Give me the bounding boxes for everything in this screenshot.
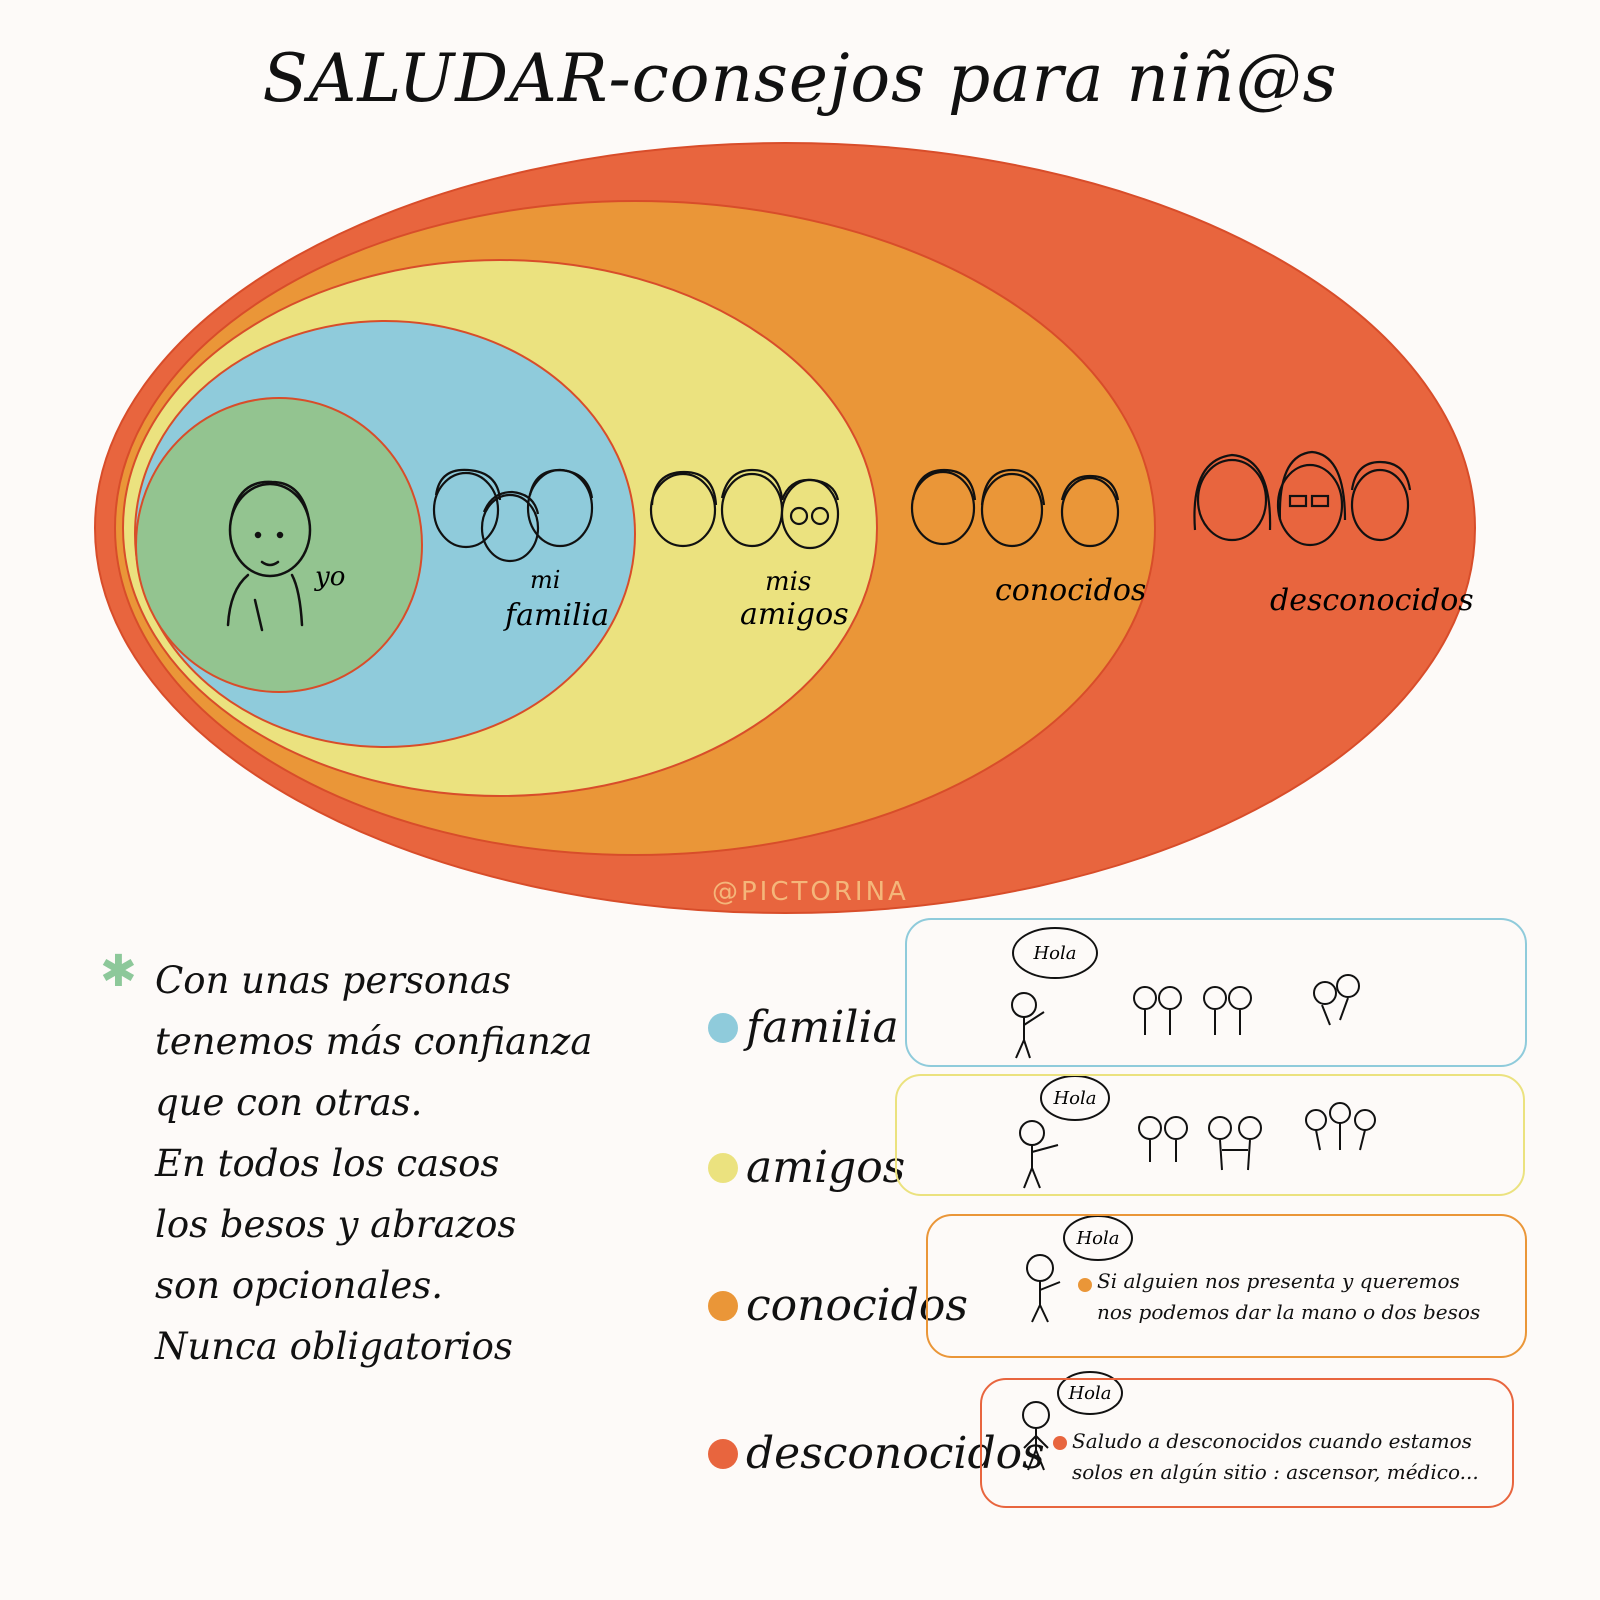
familia-faces-icon: [432, 468, 594, 563]
circle-yo: [135, 397, 423, 693]
bubble-desconocidos: Hola: [1067, 1383, 1111, 1404]
bubble-amigos: Hola: [1052, 1088, 1096, 1109]
legend-label-desconocidos: desconocidos: [746, 1428, 1045, 1479]
bubble-familia: Hola: [1032, 943, 1076, 964]
legend-label-amigos: amigos: [746, 1142, 906, 1193]
desconocidos-dot-icon: [708, 1438, 738, 1469]
conocidos-bullet-dot: [1078, 1278, 1092, 1292]
lead-line: que con otras.: [155, 1081, 423, 1124]
desconocidos-bullet-dot: [1053, 1436, 1067, 1450]
label-amigos-2: amigos: [740, 597, 849, 632]
watermark: @PICTORINA: [712, 877, 909, 907]
label-familia-2: familia: [503, 598, 609, 633]
familia-box: [905, 918, 1527, 1067]
conocidos-box: [926, 1214, 1527, 1358]
desconocidos-text-line: solos en algún sitio : ascensor, médico.…: [1072, 1460, 1479, 1484]
label-amigos-1: mis: [765, 567, 811, 597]
legend-label-familia: familia: [746, 1002, 899, 1053]
familia-stick-figures-icon: [1011, 974, 1360, 1059]
yo-figure-icon: [226, 480, 312, 632]
conocidos-stick-figure-icon: [1026, 1254, 1061, 1323]
desconocidos-box: [980, 1378, 1514, 1508]
lead-text: Con unas personas tenemos más confianza …: [155, 950, 715, 1377]
legend-familia: familia: [708, 1002, 899, 1053]
legend-label-conocidos: conocidos: [746, 1280, 968, 1331]
legend-conocidos: conocidos: [708, 1280, 968, 1331]
desconocidos-text-line: Saludo a desconocidos cuando estamos: [1072, 1429, 1472, 1453]
lead-line: En todos los casos: [155, 1142, 500, 1185]
asterisk-icon: ✱: [100, 946, 137, 997]
amigos-dot-icon: [708, 1152, 738, 1183]
lead-line: los besos y abrazos: [155, 1203, 517, 1246]
lead-line: son opcionales.: [155, 1264, 444, 1307]
conocidos-dot-icon: [708, 1290, 738, 1321]
conocidos-text-line: Si alguien nos presenta y queremos: [1097, 1269, 1460, 1293]
label-familia-1: mi: [530, 566, 560, 594]
label-desconocidos: desconocidos: [1270, 583, 1474, 618]
lead-line: Nunca obligatorios: [155, 1325, 513, 1368]
bubble-conocidos: Hola: [1075, 1228, 1119, 1249]
conocidos-faces-icon: [910, 468, 1120, 548]
label-yo: yo: [314, 562, 345, 592]
speech-bubbles: [1012, 927, 1133, 1415]
legend-desconocidos: desconocidos: [708, 1428, 1045, 1479]
amigos-faces-icon: [649, 468, 840, 550]
desconocidos-text: Saludo a desconocidos cuando estamos sol…: [1072, 1426, 1479, 1488]
page-title: SALUDAR-consejos para niñ@s: [262, 40, 1338, 117]
legend-amigos: amigos: [708, 1142, 905, 1193]
desconocidos-stick-figure-icon: [1022, 1401, 1050, 1471]
familia-dot-icon: [708, 1012, 738, 1043]
amigos-box: [895, 1074, 1525, 1196]
conocidos-text: Si alguien nos presenta y queremos nos p…: [1097, 1266, 1480, 1328]
label-conocidos: conocidos: [995, 573, 1146, 608]
lead-line: tenemos más confianza: [155, 1020, 593, 1063]
lead-line: Con unas personas: [155, 959, 512, 1002]
desconocidos-faces-icon: [1193, 450, 1412, 547]
conocidos-text-line: nos podemos dar la mano o dos besos: [1097, 1300, 1481, 1324]
amigos-stick-figures-icon: [1019, 1102, 1376, 1189]
